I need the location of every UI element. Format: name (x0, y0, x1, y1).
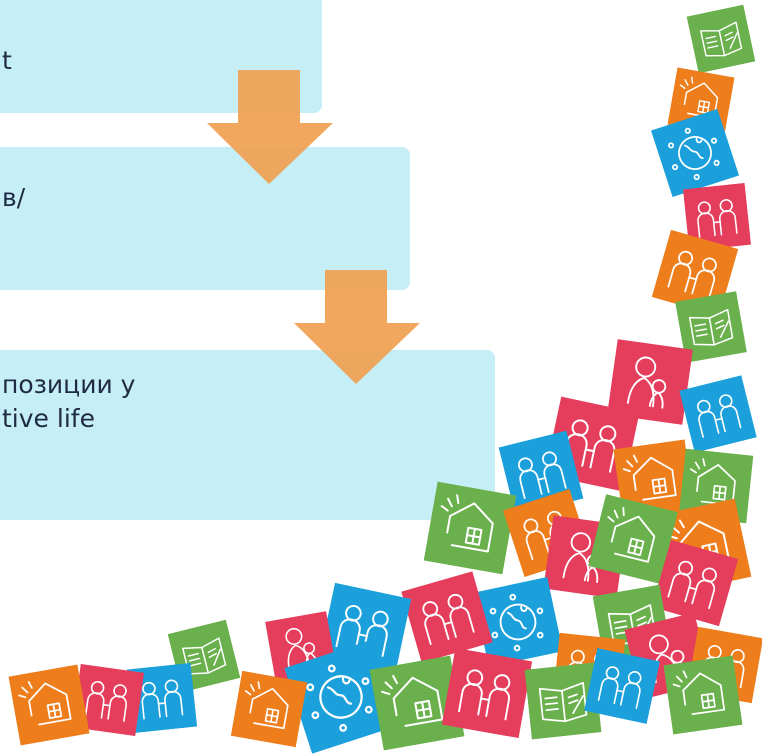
people-icon (71, 663, 145, 737)
house-icon (369, 655, 465, 751)
house-icon (423, 481, 517, 575)
down-arrow-icon (207, 70, 333, 184)
book-icon (686, 4, 756, 74)
globe-icon (284, 640, 398, 754)
flow-box-1-text: t (2, 46, 12, 75)
people-icon (682, 182, 752, 252)
flow-box-3-text-line-2: tive life (2, 404, 95, 433)
flow-box-3-text-line-1: позиции у (2, 370, 136, 399)
people-icon (126, 662, 198, 734)
house-icon (663, 655, 743, 735)
mother-icon (607, 339, 693, 425)
flow-box-2 (0, 147, 410, 290)
globe-icon (472, 576, 564, 668)
globe-icon (650, 108, 740, 198)
house-icon (613, 439, 695, 521)
people-icon (401, 571, 493, 663)
people-icon (441, 647, 533, 739)
people-icon (584, 648, 660, 724)
book-icon (524, 662, 602, 740)
down-arrow-icon (294, 270, 420, 384)
house-icon (588, 494, 678, 584)
people-icon (679, 375, 757, 453)
book-icon (675, 291, 747, 363)
people-icon (651, 539, 739, 627)
house-icon (230, 670, 308, 748)
flow-box-2-text: в/ (2, 183, 26, 212)
house-icon (8, 664, 90, 746)
flow-box-3 (0, 350, 495, 520)
